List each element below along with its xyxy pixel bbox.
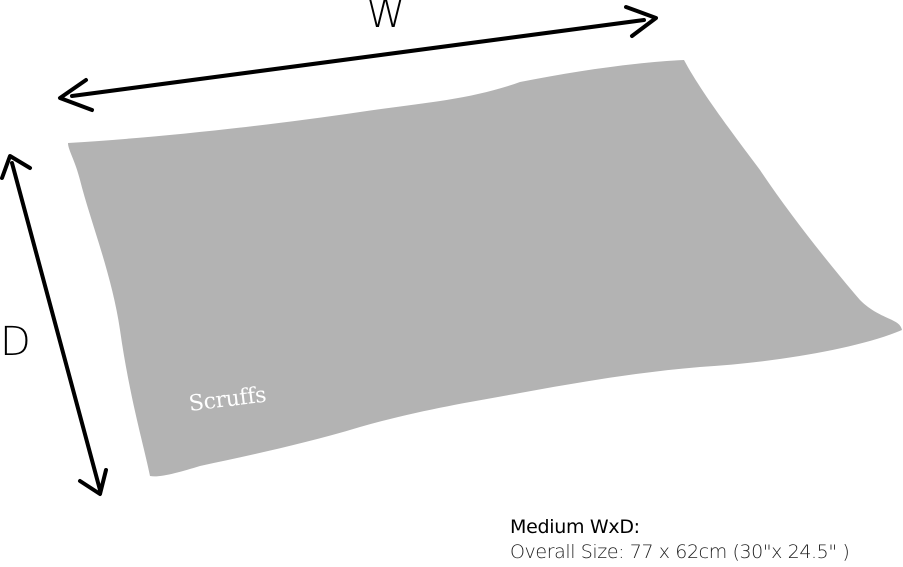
depth-arrow-icon (0, 154, 108, 496)
depth-label: D (0, 319, 31, 365)
pet-mat-shape (68, 60, 902, 477)
width-label: W (366, 0, 406, 37)
width-arrow-icon (58, 5, 658, 112)
size-detail: Overall Size: 77 x 62cm (30"x 24.5" ) (510, 541, 850, 563)
size-title: Medium WxD: (510, 516, 640, 538)
